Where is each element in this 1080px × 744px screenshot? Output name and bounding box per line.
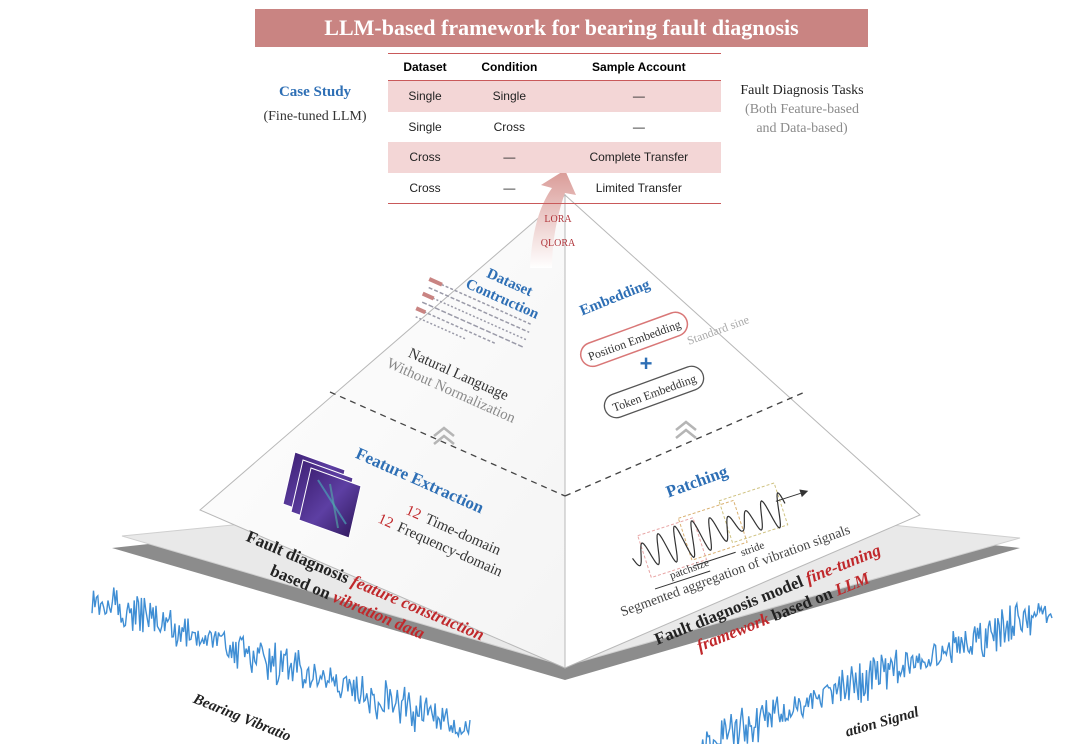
- vibration-wave-path: [701, 601, 1053, 744]
- spectrogram-stack: [282, 451, 362, 539]
- tasks-subtitle-line2: and Data-based): [756, 121, 848, 136]
- table-row: Single Single —: [388, 80, 721, 112]
- table-cell: Single: [408, 119, 442, 134]
- left-face-divider: [329, 391, 566, 497]
- qlora-label: QLORA: [541, 238, 576, 249]
- left-vibration-wave: [91, 587, 471, 739]
- patching-signal-group: [632, 482, 809, 590]
- table-cell: Cross: [493, 119, 525, 134]
- prompt-text-snippet: [415, 277, 533, 348]
- table-row: Cross — Limited Transfer: [388, 172, 721, 204]
- table-row: Cross — Complete Transfer: [388, 142, 721, 173]
- table-cell: —: [462, 142, 557, 173]
- position-embedding-box: [579, 311, 689, 368]
- case-study-subtitle: (Fine-tuned LLM): [263, 109, 367, 124]
- table-cell: Single: [388, 80, 463, 112]
- lora-label: LORA: [544, 214, 572, 225]
- bottom-right-label: ation Signal: [844, 704, 922, 740]
- case-table-header-row: Dataset Condition Sample Account: [388, 53, 721, 81]
- tasks-title: Fault Diagnosis Tasks: [740, 83, 864, 98]
- header-sample-account: Sample Account: [556, 53, 721, 81]
- tasks-subtitle-line1: (Both Feature-based: [745, 102, 859, 117]
- right-double-chevron-icon: [675, 420, 697, 439]
- table-cell: —: [632, 119, 645, 134]
- right-vibration-wave: [701, 601, 1053, 744]
- table-row: Single Cross —: [388, 112, 721, 143]
- time-domain-count: 12: [403, 503, 423, 524]
- header-dataset: Dataset: [388, 53, 463, 81]
- table-cell: Complete Transfer: [556, 142, 721, 173]
- table-cell: Cross: [388, 142, 463, 173]
- case-study-block: Case Study (Fine-tuned LLM): [250, 84, 380, 125]
- table-cell: —: [462, 172, 557, 204]
- plus-icon: +: [640, 351, 653, 376]
- case-table: Dataset Condition Sample Account Single …: [388, 53, 721, 204]
- header-condition: Condition: [462, 53, 557, 81]
- table-cell: Cross: [388, 172, 463, 204]
- vibration-wave-path: [91, 587, 471, 739]
- pyramid-right-face: [564, 193, 921, 669]
- bottom-left-label: Bearing Vibratio: [190, 691, 293, 744]
- token-embedding-box: [603, 365, 705, 419]
- tasks-block: Fault Diagnosis Tasks (Both Feature-base…: [722, 81, 882, 138]
- frequency-domain-count: 12: [375, 511, 395, 532]
- table-cell: —: [556, 80, 721, 112]
- table-cell: Limited Transfer: [556, 172, 721, 204]
- finetune-up-arrow: [530, 170, 576, 268]
- left-double-chevron-icon: [433, 426, 455, 445]
- framework-title: LLM-based framework for bearing fault di…: [255, 9, 868, 47]
- case-study-title: Case Study: [278, 84, 352, 100]
- table-cell: Single: [462, 80, 557, 112]
